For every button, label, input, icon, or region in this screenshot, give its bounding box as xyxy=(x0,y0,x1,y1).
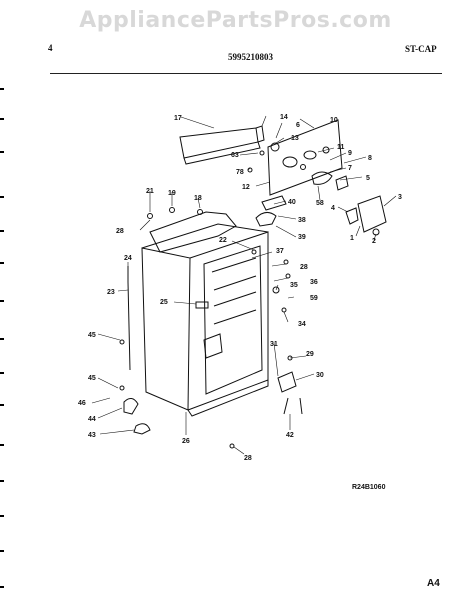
callout-37: 37 xyxy=(276,248,284,255)
callout-45-upper: 45 xyxy=(88,332,96,339)
callout-28-top: 28 xyxy=(116,228,124,235)
header-rule xyxy=(50,73,442,74)
callout-19: 19 xyxy=(168,190,176,197)
page-number: 4 xyxy=(48,43,53,53)
callout-18: 18 xyxy=(194,195,202,202)
callout-6: 6 xyxy=(296,122,300,129)
part-top-trim xyxy=(179,125,265,165)
callout-28-mid: 28 xyxy=(300,264,308,271)
callout-58: 58 xyxy=(316,200,324,207)
callout-35: 35 xyxy=(290,282,298,289)
callout-26: 26 xyxy=(182,438,190,445)
callout-30: 30 xyxy=(316,372,324,379)
callout-46: 46 xyxy=(78,400,86,407)
leader-lines xyxy=(91,115,397,455)
part-control-panel xyxy=(267,119,343,196)
callout-21: 21 xyxy=(146,188,154,195)
callout-29: 29 xyxy=(306,351,314,358)
callout-1: 1 xyxy=(350,235,354,242)
model-number: 5995210803 xyxy=(228,52,273,62)
section-code: ST-CAP xyxy=(405,44,437,54)
callout-39: 39 xyxy=(298,234,306,241)
part-bracket xyxy=(123,398,139,415)
callout-13: 13 xyxy=(291,135,299,142)
callout-31: 31 xyxy=(270,341,278,348)
callout-9: 9 xyxy=(348,150,352,157)
part-hinge-rod xyxy=(127,266,131,371)
callout-63: 63 xyxy=(231,152,239,159)
callout-43: 43 xyxy=(88,432,96,439)
part-light-housing xyxy=(255,195,287,227)
part-cabinet-shell xyxy=(141,211,269,417)
callout-8: 8 xyxy=(368,155,372,162)
callout-28-bottom: 28 xyxy=(244,455,252,462)
callout-34: 34 xyxy=(298,321,306,328)
callout-14: 14 xyxy=(280,114,288,121)
fasteners xyxy=(119,207,293,449)
callout-22: 22 xyxy=(219,237,227,244)
callout-78: 78 xyxy=(236,169,244,176)
callout-23: 23 xyxy=(107,289,115,296)
callout-2: 2 xyxy=(372,238,376,245)
callout-45-lower: 45 xyxy=(88,375,96,382)
callout-36: 36 xyxy=(310,279,318,286)
callout-10: 10 xyxy=(330,117,338,124)
part-thermostat xyxy=(247,142,349,191)
part-leveler-legs xyxy=(283,397,303,415)
callout-59: 59 xyxy=(310,295,318,302)
callout-5: 5 xyxy=(366,175,370,182)
callout-42: 42 xyxy=(286,432,294,439)
callout-17: 17 xyxy=(174,115,182,122)
part-relay xyxy=(345,195,387,236)
scan-edge-marks xyxy=(0,0,4,600)
part-lower-hinge xyxy=(277,371,297,393)
drawing-id: R24B1060 xyxy=(352,484,386,491)
watermark: AppliancePartsPros.com xyxy=(79,8,392,33)
callout-40: 40 xyxy=(288,199,296,206)
callout-3: 3 xyxy=(398,194,402,201)
callout-12: 12 xyxy=(242,184,250,191)
callout-labels: 17 14 6 10 13 63 11 9 8 7 78 5 58 12 40 … xyxy=(78,114,440,589)
callout-11: 11 xyxy=(337,144,345,151)
callout-4: 4 xyxy=(331,205,335,212)
callout-7: 7 xyxy=(348,165,352,172)
callout-24: 24 xyxy=(124,255,132,262)
callout-38: 38 xyxy=(298,217,306,224)
callout-25: 25 xyxy=(160,299,168,306)
callout-44: 44 xyxy=(88,416,96,423)
part-roller xyxy=(133,423,151,435)
page-code: A4 xyxy=(427,578,440,589)
